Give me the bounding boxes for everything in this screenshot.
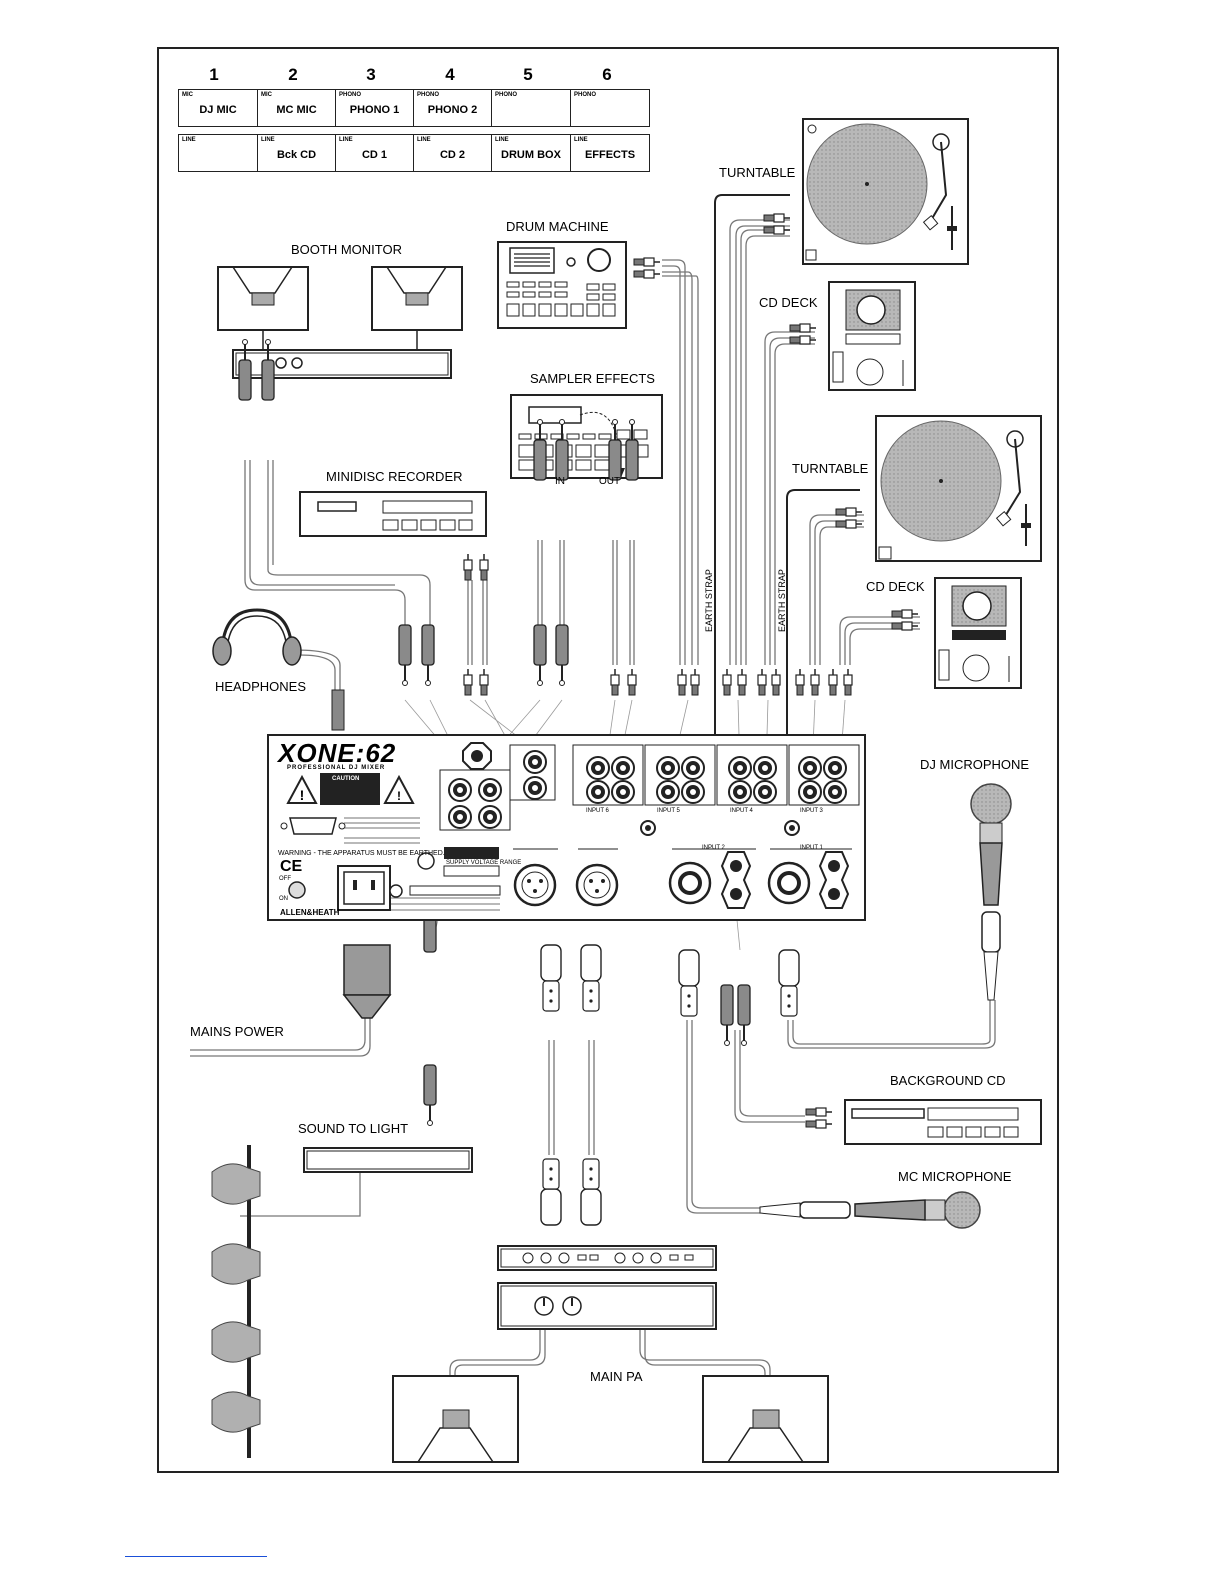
cable-routing: [190, 219, 996, 1378]
turntable-1-label: TURNTABLE: [719, 165, 796, 180]
channel-number: 1: [209, 65, 219, 84]
booth-monitor-illustration: [217, 266, 463, 379]
minidisc-recorder-illustration: [299, 491, 487, 537]
dj-microphone-illustration: [970, 783, 1012, 1001]
cd-deck-2-illustration: [934, 577, 1022, 689]
cd-deck-1-label: CD DECK: [759, 295, 818, 310]
earth-warning-text: WARNING - THE APPARATUS MUST BE EARTHED.: [278, 850, 445, 857]
footer-link-underline[interactable]: [125, 1556, 267, 1557]
mixer-subtitle: PROFESSIONAL DJ MIXER: [287, 765, 386, 771]
mic-row-cell: PHONO: [491, 89, 571, 127]
earth-strap-1-label: EARTH STRAP: [704, 569, 714, 632]
drum-machine-label: DRUM MACHINE: [506, 219, 609, 234]
channel-number: 6: [602, 65, 612, 84]
sampler-out-label: OUT: [599, 476, 621, 487]
mixer-rear-panel: ! !: [267, 734, 866, 921]
cd-deck-2-label: CD DECK: [866, 579, 925, 594]
mc-microphone-illustration: [759, 1191, 981, 1229]
mains-power-label: MAINS POWER: [190, 1024, 284, 1039]
drum-machine-illustration: [497, 241, 627, 329]
xlr-sockets: [513, 851, 850, 909]
caution-label: CAUTION: [332, 776, 360, 782]
power-on-label: ON: [279, 896, 288, 902]
svg-text:!: !: [300, 787, 305, 803]
mc-microphone-label: MC MICROPHONE: [898, 1169, 1012, 1184]
input-5-label: INPUT 5: [657, 808, 680, 814]
sampler-effects-label: SAMPLER EFFECTS: [530, 371, 655, 386]
mixer-brand-logo: XONE:62: [278, 738, 397, 768]
background-cd-illustration: [844, 1099, 1042, 1145]
pa-processor-illustration: [497, 1245, 717, 1271]
sound-to-light-label: SOUND TO LIGHT: [298, 1121, 409, 1136]
headphones-illustration: [212, 608, 345, 731]
input-6-label: INPUT 6: [586, 808, 609, 814]
sound-to-light-jack: [423, 890, 437, 1127]
channel-number: 3: [366, 65, 376, 84]
ce-mark: CE: [280, 858, 303, 875]
input-2-label: INPUT 2: [702, 845, 725, 851]
channel-number: 5: [523, 65, 533, 84]
input-3-label: INPUT 3: [800, 808, 823, 814]
input-4-label: INPUT 4: [730, 808, 753, 814]
main-pa-label: MAIN PA: [590, 1369, 643, 1384]
pa-xlr-connectors: [540, 944, 800, 1226]
channel-number: 2: [288, 65, 298, 84]
background-cd-label: BACKGROUND CD: [890, 1073, 1006, 1088]
earth-strap-2-label: EARTH STRAP: [777, 569, 787, 632]
headphone-jack-socket: [462, 742, 492, 770]
svg-text:!: !: [397, 789, 401, 803]
pa-amplifier-illustration: [497, 1282, 717, 1330]
turntable-2-illustration: [875, 415, 1042, 562]
turntable-2-label: TURNTABLE: [792, 461, 869, 476]
turntable-1-illustration: [802, 118, 969, 265]
light-rig-illustration: [211, 1145, 261, 1458]
headphones-label: HEADPHONES: [215, 679, 307, 694]
minidisc-recorder-label: MINIDISC RECORDER: [326, 469, 463, 484]
dj-microphone-label: DJ MICROPHONE: [920, 757, 1030, 772]
mains-plug-illustration: [342, 944, 392, 1019]
input-1-label: INPUT 1: [800, 845, 823, 851]
mic-row-cell: PHONO: [570, 89, 650, 127]
diagram-frame: [157, 47, 1059, 1473]
sound-to-light-illustration: [303, 1147, 473, 1173]
maker-label: ALLEN&HEATH: [280, 908, 340, 917]
channel-number: 4: [445, 65, 455, 84]
main-pa-speakers-illustration: [392, 1375, 829, 1463]
line-row-cell: LINE: [178, 134, 258, 172]
power-off-label: OFF: [279, 876, 291, 882]
supply-voltage-label: SUPPLY VOLTAGE RANGE: [446, 860, 522, 866]
booth-monitor-label: BOOTH MONITOR: [291, 242, 402, 257]
cd-deck-1-illustration: [828, 281, 916, 391]
sampler-in-label: IN: [555, 476, 565, 487]
